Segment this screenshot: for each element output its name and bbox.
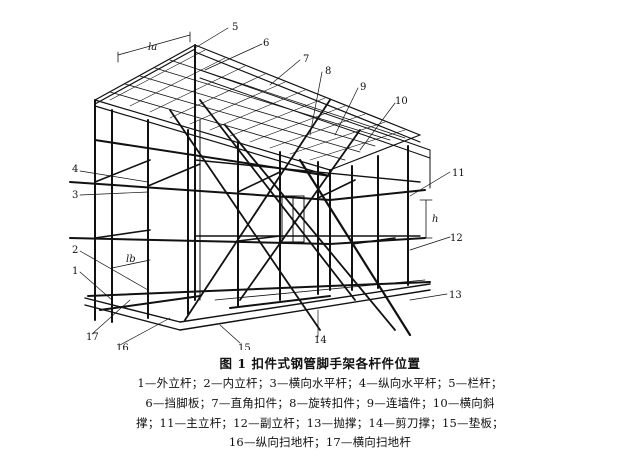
callout-14: 14 xyxy=(314,335,327,346)
callout-11: 11 xyxy=(452,168,465,179)
callout-16: 16 xyxy=(116,343,129,350)
callout-12: 12 xyxy=(450,233,463,244)
dimension-lines xyxy=(111,31,433,269)
callout-13: 13 xyxy=(449,290,462,301)
scaffold-diagram: 5 6 7 8 9 10 11 12 13 4 3 2 1 17 16 15 1… xyxy=(69,22,465,350)
deck-planks xyxy=(109,49,406,161)
callout-1: 1 xyxy=(72,266,78,277)
callout-labels: 5 6 7 8 9 10 11 12 13 4 3 2 1 17 16 15 1… xyxy=(72,22,465,350)
top-deck xyxy=(94,44,421,177)
dimension-la: la xyxy=(148,42,157,53)
dimension-lb: lb xyxy=(126,254,136,265)
callout-17: 17 xyxy=(86,332,99,343)
dimension-h: h xyxy=(432,214,438,225)
legend-line-1: 1—外立杆；2—内立杆；3—横向水平杆；4—纵向水平杆；5—栏杆； xyxy=(137,376,503,390)
callout-3: 3 xyxy=(72,190,78,201)
figure-caption: 图 1 扣件式钢管脚手架各杆件位置 xyxy=(219,356,421,371)
legend-line-3: 撑；11—主立杆；12—副立杆；13—抛撑；14—剪刀撑；15—垫板； xyxy=(136,416,504,430)
raking-shore xyxy=(298,158,412,337)
callout-2: 2 xyxy=(72,245,78,256)
callout-5: 5 xyxy=(232,22,238,33)
legend-line-2: 6—挡脚板；7—直角扣件；8—旋转扣件；9—连墙件；10—横向斜 xyxy=(145,396,495,410)
callout-15: 15 xyxy=(238,343,251,350)
ground-members xyxy=(84,283,431,331)
callout-4: 4 xyxy=(72,164,78,175)
callout-10: 10 xyxy=(395,96,408,107)
callout-6: 6 xyxy=(263,38,269,49)
leader-lines xyxy=(79,27,451,346)
callout-7: 7 xyxy=(303,54,309,65)
scissor-braces xyxy=(169,99,396,331)
callout-9: 9 xyxy=(360,82,366,93)
callout-8: 8 xyxy=(325,66,331,77)
legend-line-4: 16—纵向扫地杆；17—横向扫地杆 xyxy=(228,435,412,449)
transoms xyxy=(94,159,396,245)
